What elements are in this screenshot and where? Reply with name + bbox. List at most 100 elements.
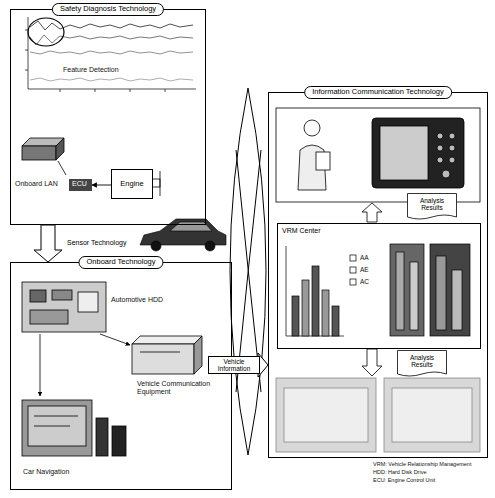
part-label: Onboard LAN [14, 180, 59, 188]
hdd-board-part [30, 310, 68, 324]
hdd-board-part [52, 290, 72, 300]
signal-chart-part [165, 89, 166, 92]
signal-chart-part [30, 35, 193, 45]
panel-title: Onboard Technology [78, 256, 163, 269]
flow-arrow [34, 225, 62, 262]
lan-device-part [58, 161, 66, 175]
signal-chart-part [30, 51, 193, 54]
result-callout: Analysis Results [407, 193, 457, 221]
analysis-chart-part [292, 296, 299, 336]
operator-terminal-part [304, 120, 320, 136]
communication-device [132, 336, 202, 374]
node-text: Engine [120, 180, 143, 189]
car-picture-part [205, 241, 215, 251]
signal-chart-part [28, 18, 64, 46]
operator-terminal-part [372, 118, 464, 188]
node-text: ECU [72, 180, 89, 188]
abbreviation-note: VRM: Vehicle Relationship Management [372, 461, 472, 467]
part-label: Automotive HDD [110, 296, 164, 304]
hdd-board-part [100, 334, 130, 345]
operator-terminal-part [442, 170, 450, 178]
operator-terminal-part [449, 157, 455, 163]
engine-shaft-part [160, 171, 161, 196]
edge-label: Sensor Technology [66, 239, 127, 247]
operator-terminal-part [380, 126, 428, 180]
report-screen-part [392, 388, 472, 442]
signal-chart-part [30, 78, 193, 81]
technology-panel: EngineECUSafety Diagnosis Technology [10, 9, 206, 225]
car-navigation-picture-part [22, 400, 92, 456]
part-label: Car Navigation [22, 468, 70, 476]
communication-device-part [140, 352, 180, 353]
lan-device-part [22, 146, 56, 160]
car-picture [140, 219, 226, 251]
analysis-chart-part [436, 256, 446, 330]
callout-outline [408, 194, 457, 220]
flow-arrow-part [362, 203, 382, 222]
lan-device-part [56, 138, 64, 160]
analysis-chart-part [410, 262, 418, 330]
communication-device-part [132, 336, 202, 344]
flow-arrow [362, 203, 382, 376]
analysis-chart-part [350, 255, 356, 261]
operator-terminal-part [276, 108, 480, 202]
report-screen-part [284, 388, 368, 442]
operator-terminal-part [437, 145, 443, 151]
signal-chart-part [30, 21, 193, 30]
signal-arrow [92, 185, 111, 186]
network-lens-part [230, 88, 266, 455]
hdd-board-part [40, 334, 41, 396]
analysis-chart-part [350, 267, 356, 273]
communication-device-part [194, 336, 202, 374]
operator-terminal-part [449, 145, 455, 151]
signal-chart-part [25, 70, 28, 71]
report-screen [276, 378, 480, 452]
operator-terminal-part [437, 133, 443, 139]
car-navigation-picture-part [96, 418, 108, 456]
engine-box: Engine [111, 169, 153, 199]
node-text: Analysis Results [412, 197, 452, 212]
analysis-chart-part [286, 246, 287, 336]
part-label: Vehicle Communication Equipment [136, 380, 226, 396]
lan-device [22, 138, 66, 175]
analysis-chart-part [430, 244, 470, 336]
car-navigation-picture-part [34, 426, 70, 427]
signal-chart-part [95, 89, 96, 92]
signal-chart-part [25, 50, 28, 51]
part-label: AC [359, 278, 370, 285]
analysis-chart-part [390, 244, 424, 336]
analysis-chart-part [322, 290, 329, 336]
center-box: VRM Center [277, 223, 481, 349]
part-label: AE [359, 266, 370, 273]
communication-device-part [132, 344, 194, 374]
signal-chart [25, 17, 196, 92]
abbreviation-note: ECU: Engine Control Unit [372, 477, 436, 483]
analysis-chart-part [452, 270, 462, 330]
report-screen-part [276, 378, 376, 452]
edge-label: Vehicle Information [208, 356, 260, 375]
analysis-chart [286, 244, 470, 336]
hdd-board-part [30, 290, 46, 302]
car-navigation-picture-part [28, 406, 86, 446]
operator-terminal-part [437, 157, 443, 163]
result-callout: Analysis Results [397, 350, 447, 378]
hdd-board-part [78, 292, 98, 312]
callout-outline [398, 351, 447, 377]
signal-chart-part [28, 89, 196, 90]
car-picture-part [140, 219, 226, 245]
engine-shaft-part [152, 179, 160, 187]
car-navigation-picture-part [34, 416, 78, 417]
network-lens [230, 88, 266, 455]
technology-panel: Analysis ResultsVRM CenterAnalysis Resul… [268, 92, 488, 458]
analysis-chart-part [302, 280, 309, 336]
operator-terminal-part [449, 133, 455, 139]
ecu-tag: ECU [69, 179, 92, 191]
operator-terminal-part [316, 152, 330, 170]
car-navigation-picture-part [112, 426, 126, 456]
flow-arrow-part [362, 349, 382, 376]
signal-chart-part [130, 89, 131, 92]
hdd-board-part [22, 282, 106, 332]
report-screen-part [384, 378, 480, 452]
